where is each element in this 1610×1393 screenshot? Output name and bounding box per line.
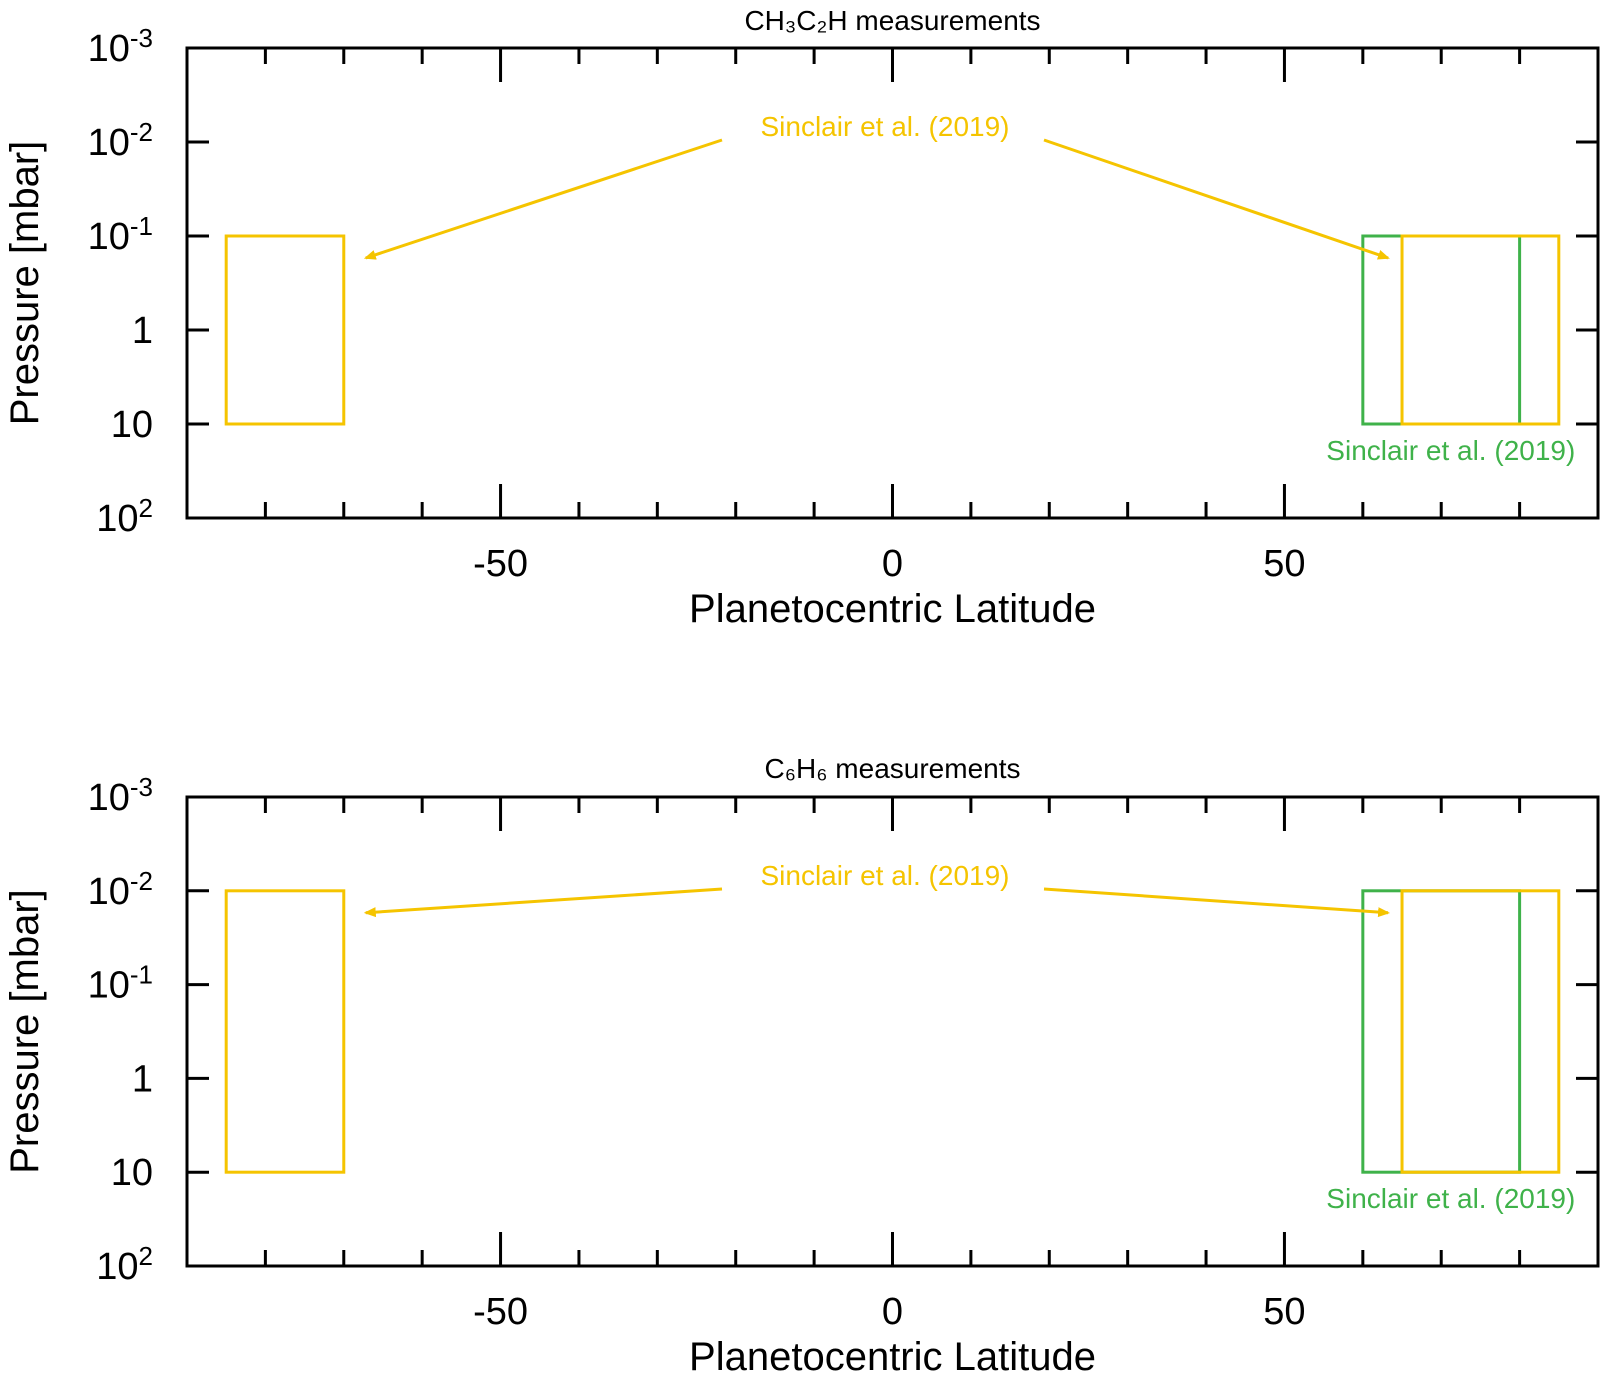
y-tick-label: 10-2 [88,117,153,164]
y-tick-exponent: -1 [130,960,153,990]
y-axis-label: Pressure [mbar] [3,889,47,1174]
region-box-green [1361,234,1522,426]
y-tick-base: 10 [88,871,130,913]
x-tick-label: 0 [882,1291,903,1333]
y-tick-exponent: 2 [139,493,153,523]
yellow-annotation-label: Sinclair et al. (2019) [760,860,1009,891]
x-axis-label: Planetocentric Latitude [689,587,1096,631]
y-tick-base: 10 [88,122,130,164]
region-box-yellow [224,889,346,1174]
x-tick-label: 50 [1263,1291,1305,1333]
y-axis-label: Pressure [mbar] [3,141,47,426]
y-tick-base: 10 [88,777,130,819]
region-box-yellow [1400,889,1561,1174]
annotation-arrow-left [363,138,723,260]
y-tick-exponent: -3 [130,23,153,53]
y-tick-base: 10 [111,1152,153,1194]
y-tick-base: 10 [111,404,153,446]
y-tick-base: 10 [88,28,130,70]
y-tick-base: 1 [132,310,153,352]
y-tick-label: 1 [132,1058,153,1100]
x-tick-label: -50 [473,543,528,585]
y-tick-base: 1 [132,1058,153,1100]
y-tick-label: 10-3 [88,23,153,70]
y-tick-label: 10-2 [88,866,153,913]
y-tick-label: 1 [132,310,153,352]
y-tick-base: 10 [96,498,138,540]
y-tick-label: 102 [96,493,153,540]
x-axis-label: Planetocentric Latitude [689,1335,1096,1379]
y-tick-label: 10-3 [88,772,153,819]
annotation-arrow-left [363,887,723,918]
y-tick-base: 10 [88,965,130,1007]
y-tick-label: 102 [96,1241,153,1288]
y-tick-exponent: -3 [130,772,153,802]
region-box-yellow [1400,234,1561,426]
x-tick-label: -50 [473,1291,528,1333]
region-box-yellow [224,234,346,426]
green-annotation-label: Sinclair et al. (2019) [1326,435,1575,466]
annotation-arrow-right [1043,138,1390,260]
y-tick-exponent: -1 [130,211,153,241]
y-tick-exponent: -2 [130,866,153,896]
chart-title: CH₃C₂H measurements [744,5,1040,36]
chart-title: C₆H₆ measurements [765,753,1021,784]
yellow-annotation-label: Sinclair et al. (2019) [760,111,1009,142]
y-tick-base: 10 [96,1246,138,1288]
green-annotation-label: Sinclair et al. (2019) [1326,1183,1575,1214]
y-tick-label: 10-1 [88,960,153,1007]
y-tick-exponent: 2 [139,1241,153,1271]
y-tick-label: 10-1 [88,211,153,258]
y-tick-label: 10 [111,404,153,446]
y-tick-base: 10 [88,216,130,258]
y-tick-label: 10 [111,1152,153,1194]
annotation-arrow-right [1043,887,1391,918]
region-box-green [1361,889,1522,1174]
x-tick-label: 0 [882,543,903,585]
y-tick-exponent: -2 [130,117,153,147]
x-tick-label: 50 [1263,543,1305,585]
